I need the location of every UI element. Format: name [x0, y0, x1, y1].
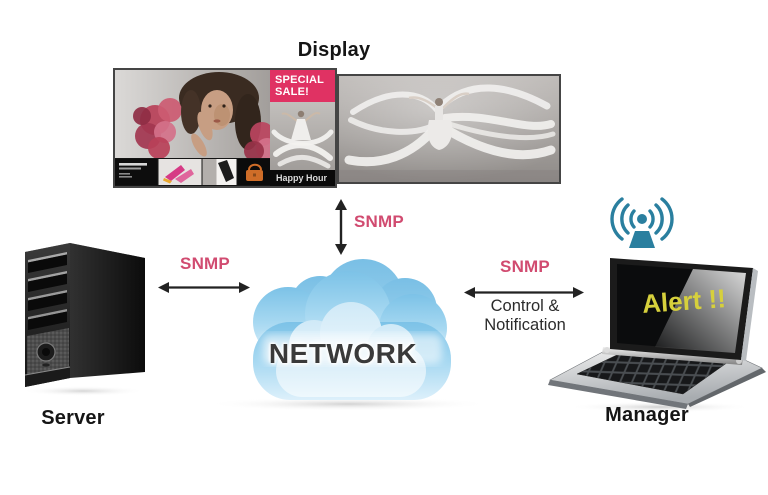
dancer-image — [339, 76, 559, 182]
display-label: Display — [297, 39, 371, 61]
special-sale-line1: SPECIAL — [275, 74, 325, 86]
thumbnail-strip — [115, 158, 270, 186]
display-screen-left: SPECIAL SALE! Happy Hour — [113, 68, 337, 188]
snmp-label-manager: SNMP — [500, 257, 550, 276]
network-manager-arrow — [464, 287, 584, 298]
laptop-icon — [548, 258, 766, 413]
server-network-arrow — [158, 282, 250, 293]
connection-description-line1: Control & — [490, 297, 560, 315]
pink-ruffle-collar-right — [244, 122, 270, 158]
laptop-screen — [610, 258, 758, 361]
thumbnail-text-card — [115, 159, 157, 185]
server-drive-bays — [28, 252, 67, 330]
special-sale-line2: SALE! — [275, 86, 309, 98]
display-network-arrow — [335, 199, 347, 255]
happy-hour-banner: Happy Hour — [270, 170, 335, 186]
network-label: NETWORK — [268, 338, 418, 369]
snmp-label-display: SNMP — [354, 212, 404, 231]
connection-description: Control & Notification — [452, 297, 598, 335]
network-cloud-icon — [206, 259, 490, 411]
snmp-label-server: SNMP — [180, 254, 230, 273]
connection-description-line2: Notification — [484, 316, 566, 334]
server-tower-icon — [21, 243, 145, 396]
server-label: Server — [41, 407, 105, 429]
special-sale-banner: SPECIAL SALE! — [270, 70, 335, 102]
dancer-thumbnail-image — [270, 102, 335, 170]
thumbnail-handbag — [237, 159, 270, 185]
pink-ruffle-collar-left — [133, 98, 182, 158]
happy-hour-text: Happy Hour — [276, 173, 328, 183]
thumbnail-pink-shoes — [158, 159, 202, 185]
wifi-antenna-icon — [610, 197, 674, 248]
server-power-button — [36, 342, 56, 368]
display-screen-right — [337, 74, 561, 184]
model-face — [191, 90, 233, 157]
thumbnail-shoe — [202, 159, 237, 185]
dancer-figure — [408, 92, 470, 150]
fashion-model-image — [115, 70, 270, 158]
manager-label: Manager — [605, 404, 689, 426]
